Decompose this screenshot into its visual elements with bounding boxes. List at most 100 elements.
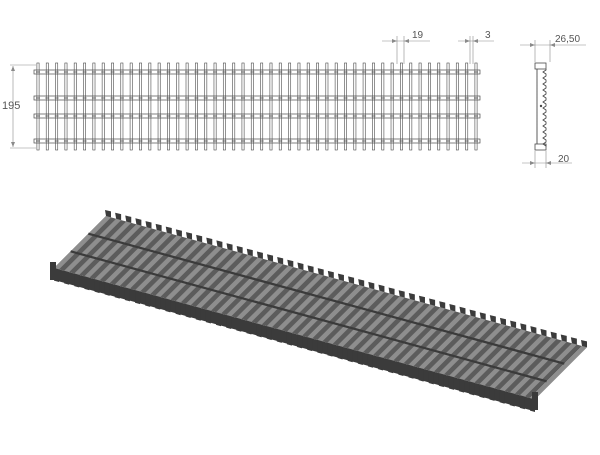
iso-bar-top [317, 287, 375, 342]
iso-bar-tooth [388, 287, 395, 295]
iso-bar-tooth [398, 290, 405, 298]
front-bar [353, 62, 357, 151]
iso-bar-face [459, 378, 465, 393]
iso-bar-tooth [175, 229, 182, 237]
iso-bar-face [479, 384, 485, 399]
front-cross-rail [33, 113, 481, 119]
iso-bar-top [479, 332, 537, 386]
iso-bar-face [145, 292, 151, 307]
front-bar [36, 62, 40, 151]
iso-bar-top [165, 246, 223, 300]
front-bar [139, 62, 142, 151]
iso-bar-top [216, 260, 274, 314]
iso-bar-face [94, 279, 100, 294]
iso-bar-tooth [368, 281, 375, 290]
iso-bar-tooth [489, 315, 496, 323]
front-bar [73, 62, 77, 151]
iso-bar-tooth [499, 317, 506, 326]
iso-bar-face [509, 392, 515, 407]
front-bar [390, 62, 394, 151]
iso-bar-top [378, 304, 436, 358]
iso-bar-face [489, 386, 495, 401]
iso-bar-tooth [277, 257, 284, 265]
iso-bar-tooth [236, 245, 243, 254]
front-bar [55, 62, 59, 151]
iso-bar-top [307, 285, 365, 339]
iso-bar-tooth [449, 304, 456, 312]
iso-bar-face [135, 290, 141, 305]
front-bar [129, 62, 133, 151]
iso-bar-top [135, 238, 193, 292]
isometric-view-bars [50, 210, 587, 412]
front-bar [167, 62, 170, 151]
iso-bar-face [74, 273, 80, 288]
iso-bar-top [226, 263, 284, 317]
iso-bar-tooth [327, 270, 334, 279]
front-bar [195, 62, 198, 151]
iso-bar-top [185, 251, 243, 306]
iso-bar-face [388, 359, 394, 374]
front-bar [455, 62, 459, 151]
front-bar [232, 62, 236, 151]
front-bar [409, 62, 413, 151]
iso-bar-face [327, 342, 333, 357]
front-bar [101, 62, 105, 151]
iso-end-cap-left [50, 262, 56, 280]
iso-cross-rail [70, 250, 547, 383]
iso-bar-tooth [246, 248, 253, 257]
iso-bar-top [155, 243, 213, 298]
iso-bar-top [428, 318, 486, 372]
front-bar [306, 62, 310, 151]
iso-bar-tooth [125, 215, 132, 223]
iso-bar-face [428, 370, 434, 385]
side-view [534, 62, 547, 151]
iso-bar-tooth [206, 237, 213, 246]
iso-bar-tooth [297, 262, 304, 270]
iso-end-cap-right [532, 392, 538, 410]
iso-bar-tooth [145, 221, 152, 229]
iso-bar-top [266, 274, 324, 328]
iso-bar-tooth [155, 223, 162, 232]
iso-bar-top [489, 334, 547, 389]
dimension-bar-thickness: 3 [458, 30, 494, 64]
iso-bar-top [64, 218, 122, 273]
iso-bar-tooth [479, 312, 486, 320]
dimension-height-label: 195 [2, 100, 20, 112]
iso-bar-top [84, 224, 142, 278]
iso-bar-top [236, 265, 294, 320]
iso-bar-face [195, 306, 201, 321]
iso-bar-top [418, 315, 476, 369]
iso-bar-face [104, 281, 110, 296]
iso-bar-top [469, 329, 527, 383]
iso-bar-tooth [439, 301, 446, 309]
iso-bar-top [459, 326, 517, 381]
front-bar [176, 62, 180, 151]
front-bar [45, 62, 49, 151]
iso-bar-top [195, 254, 253, 309]
iso-bar-tooth [216, 240, 223, 248]
iso-bar-tooth [469, 309, 476, 317]
iso-bar-tooth [429, 298, 436, 306]
iso-cross-rail [88, 232, 565, 365]
front-view-bars [36, 62, 478, 151]
front-bar [362, 62, 366, 151]
front-bar [278, 62, 282, 151]
iso-bar-tooth [459, 306, 466, 315]
iso-bar-face [84, 276, 90, 291]
iso-bar-top [327, 290, 385, 345]
front-bar [92, 62, 96, 151]
iso-bar-face [408, 364, 414, 379]
iso-bar-face [357, 350, 363, 365]
iso-bar-top [94, 227, 152, 281]
iso-bar-tooth [186, 232, 193, 240]
dimension-side-depth: 20 [522, 151, 572, 168]
iso-bar-tooth [418, 295, 425, 304]
iso-bar-tooth [287, 259, 294, 268]
front-bar [465, 62, 469, 151]
front-bar [446, 62, 450, 151]
front-cross-rail [33, 69, 481, 75]
iso-bar-top [448, 323, 506, 378]
front-bar [250, 62, 254, 151]
dimension-bar-pitch: 19 [382, 30, 430, 64]
iso-bar-top [509, 340, 567, 394]
